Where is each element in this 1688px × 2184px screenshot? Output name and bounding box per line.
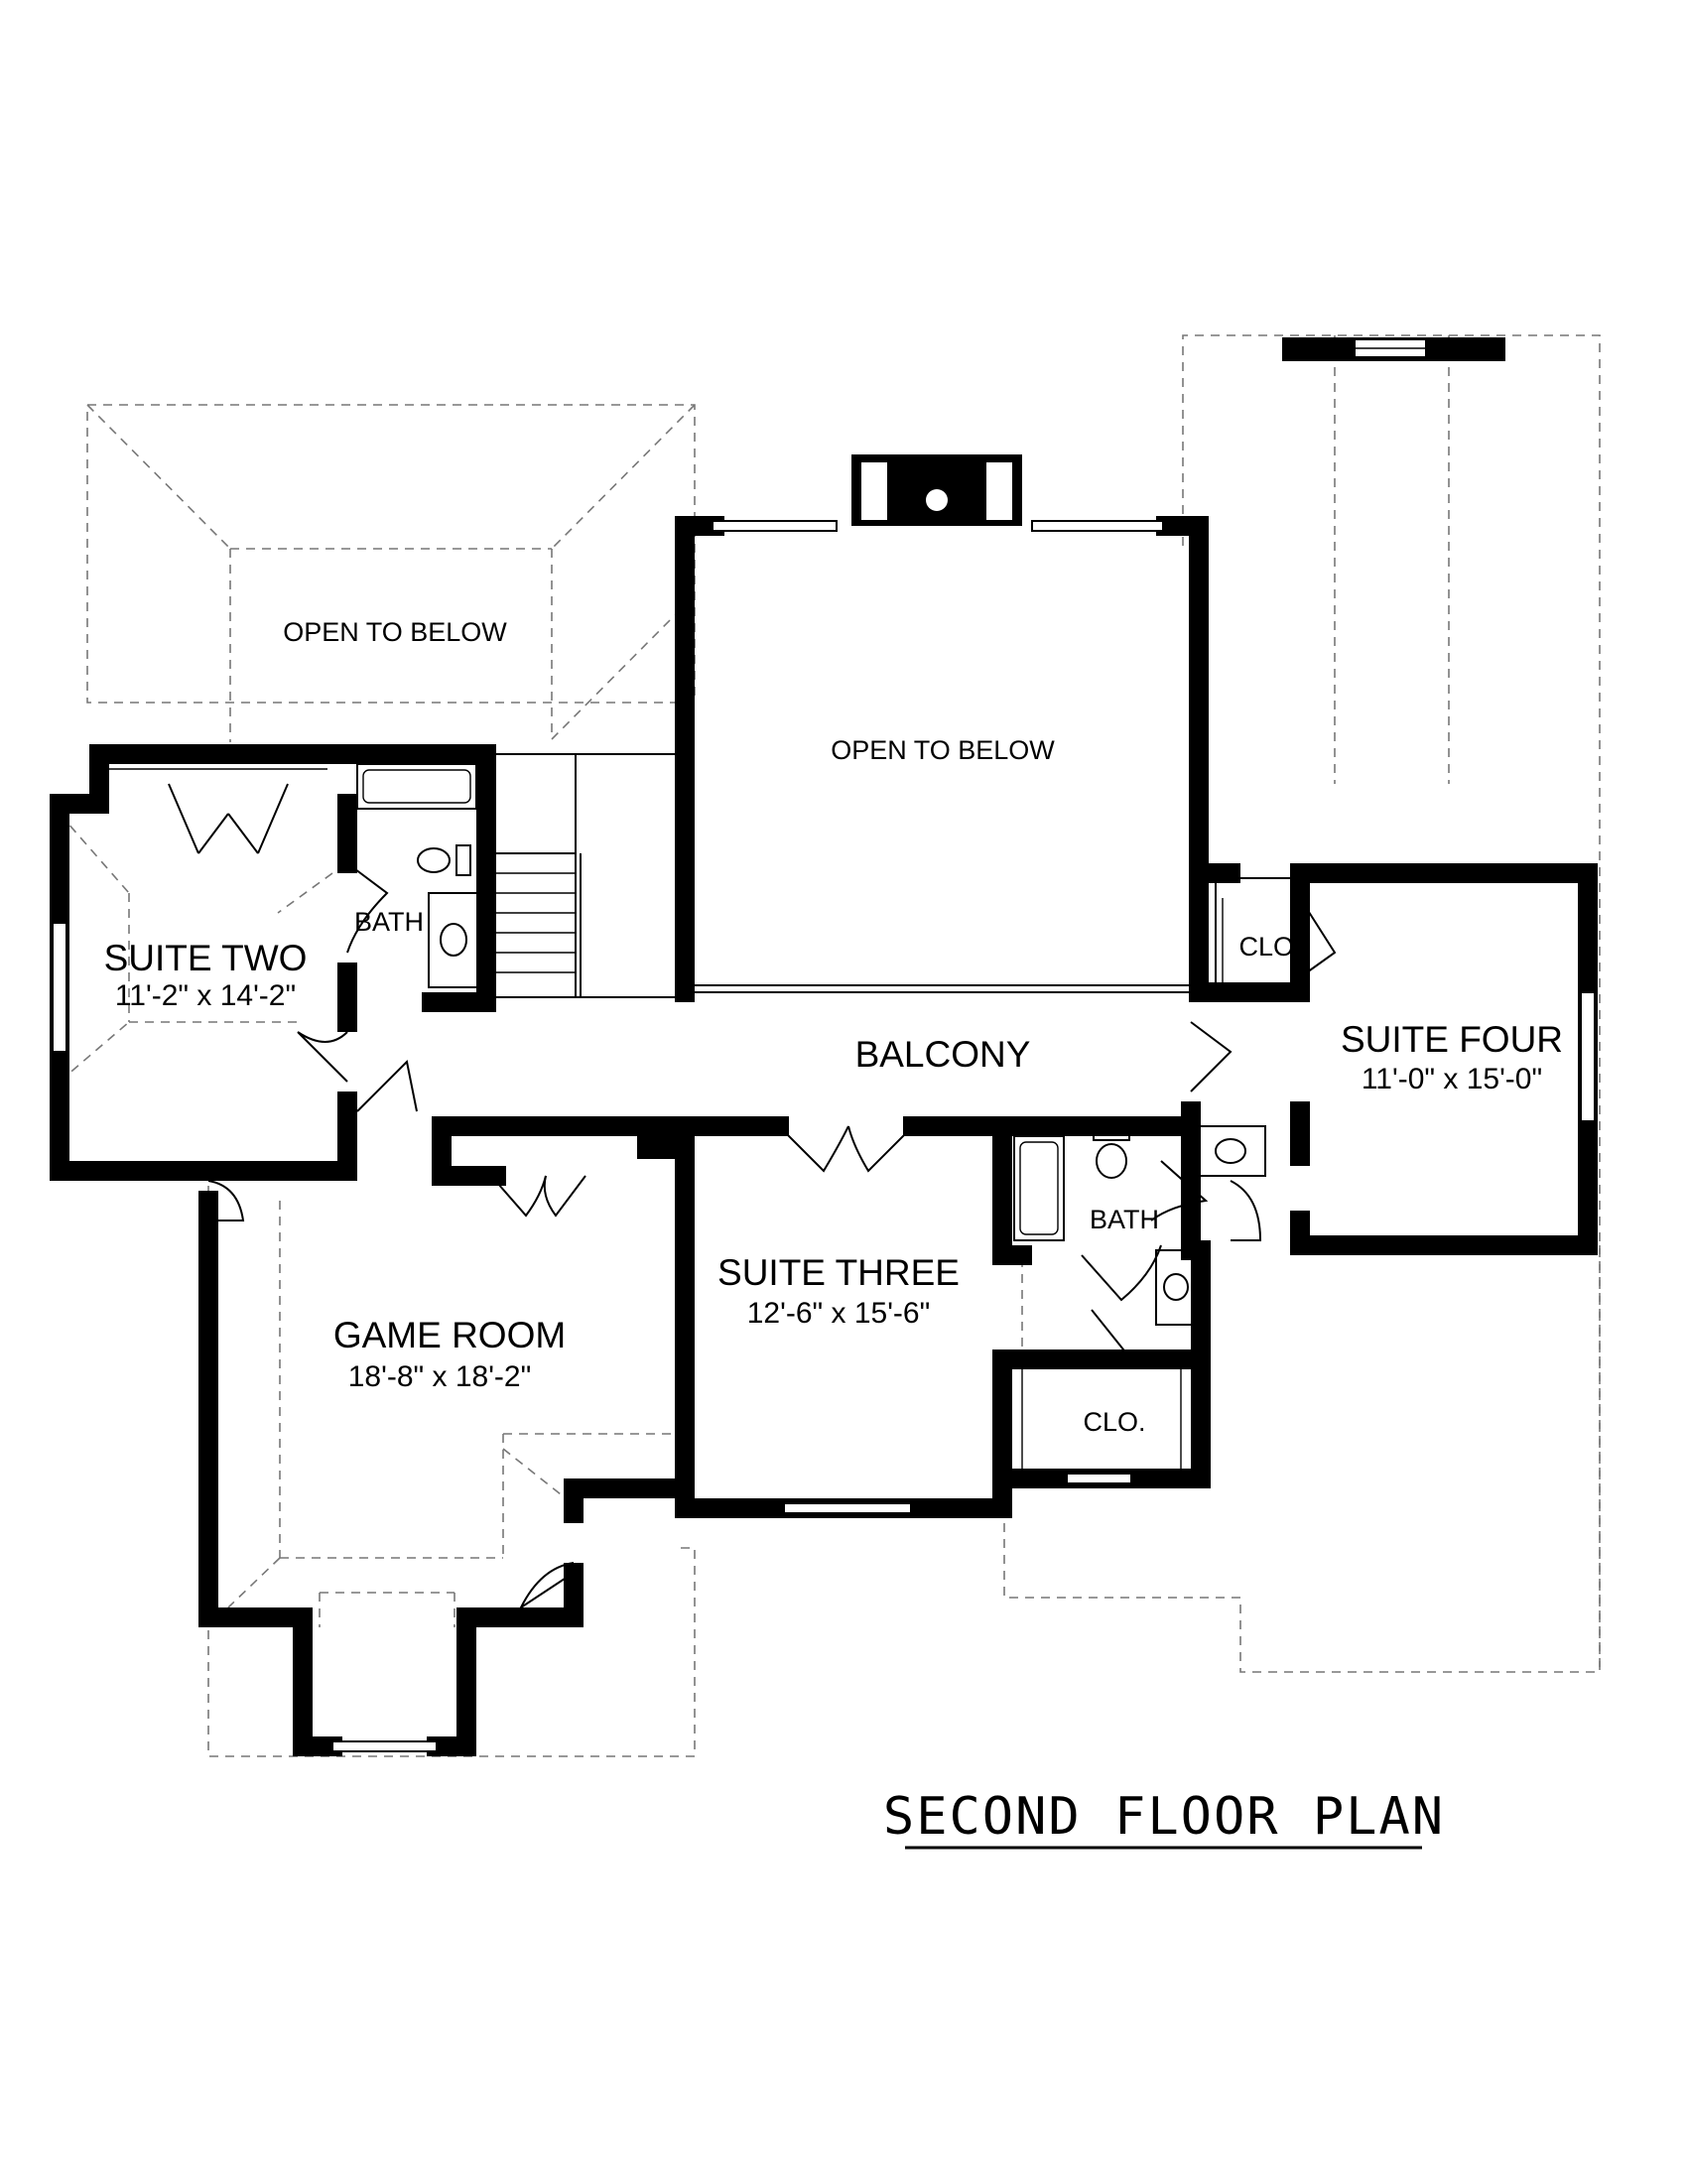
plan-title: SECOND FLOOR PLAN bbox=[883, 1787, 1445, 1847]
suite-four-dims: 11'-0" x 15'-0" bbox=[1362, 1063, 1542, 1095]
balcony-label: BALCONY bbox=[855, 1034, 1031, 1075]
roof-outline bbox=[59, 334, 1601, 1757]
suite-three-dims: 12'-6" x 15'-6" bbox=[747, 1297, 931, 1330]
suite-two-dims: 11'-2" x 14'-2" bbox=[115, 979, 296, 1012]
suite-three-name: SUITE THREE bbox=[717, 1252, 960, 1293]
closet-upper-label: CLO. bbox=[1238, 932, 1301, 962]
suite-two-name: SUITE TWO bbox=[104, 938, 308, 978]
fixtures bbox=[356, 763, 1296, 1474]
suite-four-name: SUITE FOUR bbox=[1341, 1019, 1563, 1060]
bath-left-label: BATH bbox=[354, 907, 424, 937]
fireplace bbox=[851, 454, 1022, 526]
doors bbox=[168, 783, 1337, 1610]
closet-lower-label: CLO. bbox=[1083, 1407, 1145, 1437]
plan-title-group: SECOND FLOOR PLAN bbox=[883, 1787, 1445, 1850]
windows bbox=[52, 520, 1596, 1752]
walls bbox=[50, 516, 1598, 1756]
porch-beam bbox=[1282, 337, 1505, 361]
open-to-below-center-label: OPEN TO BELOW bbox=[831, 735, 1055, 765]
game-room-name: GAME ROOM bbox=[333, 1315, 566, 1355]
game-room-dims: 18'-8" x 18'-2" bbox=[348, 1360, 532, 1393]
balcony-railing bbox=[685, 984, 1191, 993]
staircase bbox=[485, 753, 681, 998]
bath-right-label: BATH bbox=[1090, 1205, 1159, 1234]
open-to-below-left-label: OPEN TO BELOW bbox=[283, 617, 507, 647]
room-labels: OPEN TO BELOW OPEN TO BELOW SUITE TWO 11… bbox=[104, 617, 1563, 1437]
